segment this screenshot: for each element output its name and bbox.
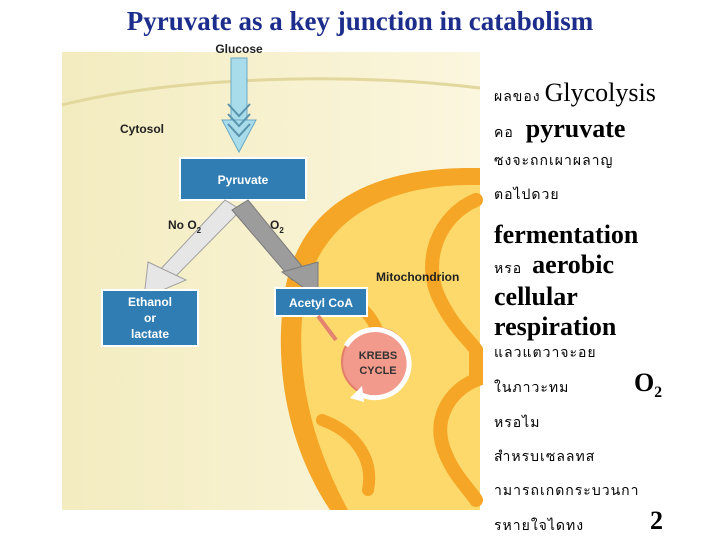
- side-line-14: รหายใจไดทง 2: [494, 518, 716, 552]
- cycle-label: CYCLE: [359, 365, 396, 377]
- side-line-9: แลวแตวาจะอย: [494, 346, 716, 380]
- side-line-5: fermentation: [494, 222, 716, 252]
- lactate-label: lactate: [131, 327, 169, 341]
- side-line-10: ในภาวะทม O2: [494, 380, 716, 416]
- cytosol-label: Cytosol: [120, 122, 164, 136]
- side-line-1: ผลของ Glycolysis: [494, 80, 716, 116]
- or-label: or: [144, 311, 156, 325]
- side-line-11: หรอไม: [494, 416, 716, 450]
- acetyl-coa-label: Acetyl CoA: [289, 296, 353, 310]
- mitochondrion-label: Mitochondrion: [376, 270, 459, 284]
- pyruvate-diagram: Glucose Cytosol Pyruvate No O2 O2 Mitoch…: [0, 0, 490, 540]
- side-line-8: respiration: [494, 314, 716, 346]
- side-line-4: ตอไปดวย: [494, 188, 716, 222]
- side-line-2: คอ pyruvate: [494, 116, 716, 154]
- side-line-7: cellular: [494, 284, 716, 314]
- pyruvate-label: Pyruvate: [218, 173, 269, 187]
- side-line-13: ามารถเกดกระบวนกา: [494, 484, 716, 518]
- ethanol-label: Ethanol: [128, 295, 172, 309]
- side-line-6: หรอ aerobic: [494, 252, 716, 284]
- side-line-12: สำหรบเซลลทส: [494, 450, 716, 484]
- side-line-3: ซงจะถกเผาผลาญ: [494, 154, 716, 188]
- glucose-label: Glucose: [215, 42, 263, 56]
- side-text-block: ผลของ Glycolysis คอ pyruvate ซงจะถกเผาผล…: [494, 80, 716, 552]
- krebs-label: KREBS: [359, 350, 398, 362]
